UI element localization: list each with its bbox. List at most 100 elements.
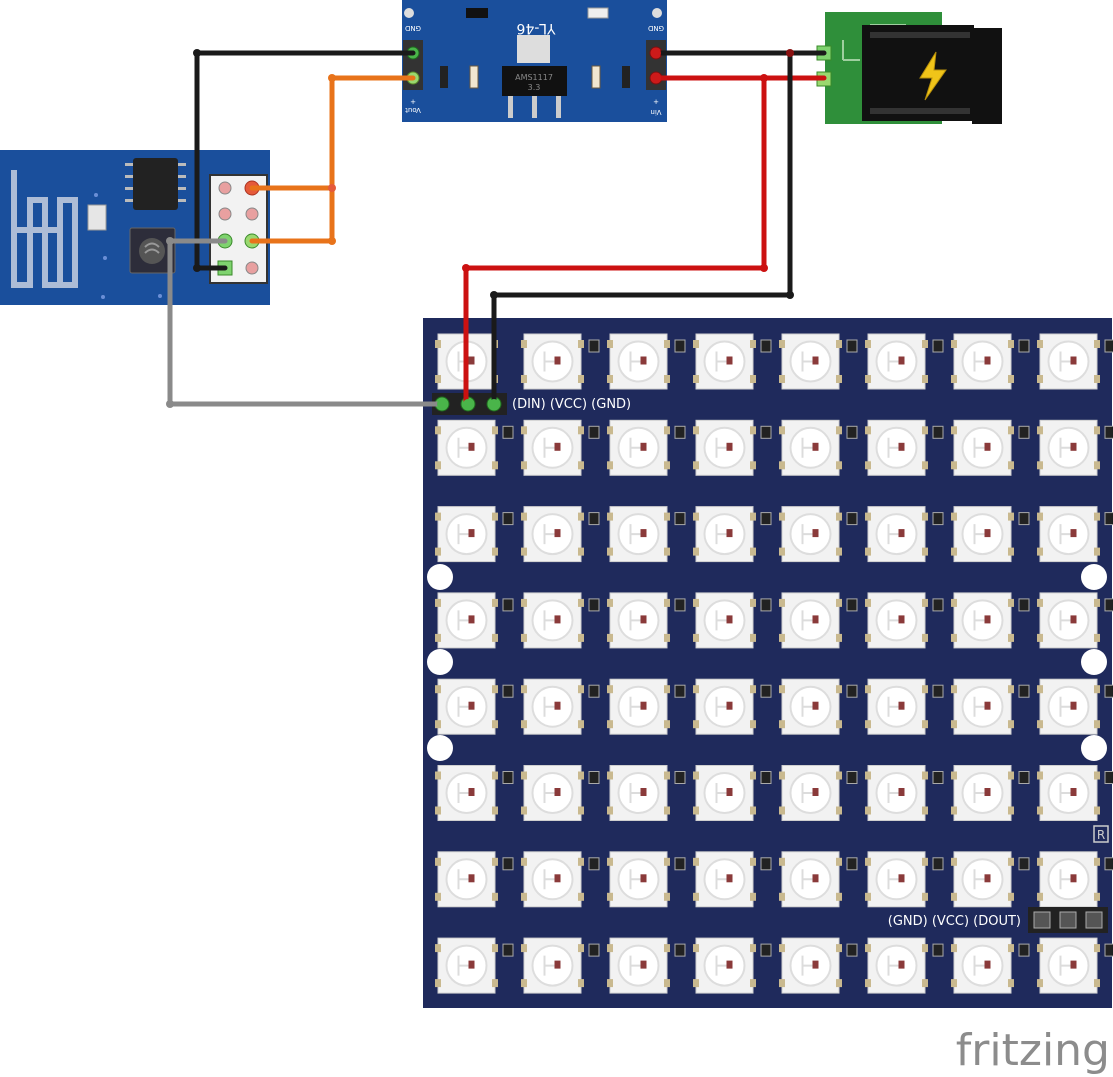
led-pixel: [607, 765, 670, 821]
led-capacitor: [1104, 857, 1113, 871]
led-capacitor: [932, 857, 944, 871]
led-capacitor: [502, 943, 514, 957]
led-pixel: [1037, 678, 1100, 735]
led-capacitor: [674, 771, 686, 784]
wire-gnd-matrix[interactable]: [491, 50, 793, 407]
led-capacitor: [1018, 339, 1030, 353]
output-header: [1028, 907, 1108, 933]
vout-label: Vout: [405, 106, 421, 114]
gnd-left-label: GND: [405, 24, 421, 32]
chip-label: AMS1117: [515, 73, 553, 82]
led-capacitor: [588, 512, 600, 526]
led-matrix[interactable]: (DIN) (VCC) (GND) (GND) (VCC) (DOUT) R: [423, 318, 1113, 1008]
led-capacitor: [502, 598, 514, 612]
led-pixel: [607, 333, 670, 390]
led-capacitor: [760, 339, 772, 353]
flash-chip: [133, 158, 178, 210]
registered-mark: R: [1097, 828, 1105, 842]
led-capacitor: [846, 598, 858, 612]
dc-power-jack[interactable]: [816, 12, 1002, 124]
led-pixel: [1037, 765, 1100, 821]
led-pixel: [607, 851, 670, 908]
led-pixel: [521, 937, 584, 994]
vcc-out-pin[interactable]: [1059, 911, 1077, 929]
led-pixel: [435, 419, 498, 476]
led-pixel: [865, 937, 928, 994]
chip-sublabel: 3.3: [528, 83, 541, 92]
led-pixel: [1037, 592, 1100, 649]
lightning-icon: [919, 51, 947, 101]
led-pixel: [865, 678, 928, 735]
led-pixel: [951, 765, 1014, 821]
gnd-right-label: GND: [648, 24, 664, 32]
led-capacitor: [932, 771, 944, 784]
led-capacitor: [502, 684, 514, 698]
led-pixel: [779, 678, 842, 735]
led-pixel: [435, 851, 498, 908]
led-pixel: [1037, 333, 1100, 390]
wire-vcc-esp[interactable]: [249, 75, 416, 244]
led-pixel: [693, 937, 756, 994]
led-capacitor: [588, 598, 600, 612]
input-pins-label: (DIN) (VCC) (GND): [512, 397, 631, 412]
led-capacitor: [760, 943, 772, 957]
led-pixel: [607, 506, 670, 563]
led-pixel: [435, 506, 498, 563]
led-capacitor: [1104, 512, 1113, 526]
wire-vcc-matrix[interactable]: [463, 75, 767, 407]
led-capacitor: [1104, 684, 1113, 698]
led-pixel: [951, 678, 1014, 735]
espressif-logo: [139, 238, 165, 264]
led-pixel: [951, 506, 1014, 563]
led-pixel: [1037, 506, 1100, 563]
flash-chip-legs: [125, 163, 186, 202]
antenna-trace: [11, 170, 78, 288]
led-capacitor: [588, 425, 600, 439]
led-capacitor: [588, 339, 600, 353]
led-capacitor: [1018, 598, 1030, 612]
led-pixel: [693, 419, 756, 476]
led-pixel: [521, 765, 584, 821]
wires: [166, 48, 827, 409]
dout-pin[interactable]: [1085, 911, 1103, 929]
led-capacitor: [502, 771, 514, 784]
led-capacitor: [760, 684, 772, 698]
regulator-chip: [502, 66, 567, 96]
yl46-regulator[interactable]: AMS1117 3.3 YL-46 GND Vout + GND Vin +: [402, 0, 667, 122]
led-capacitor: [932, 425, 944, 439]
led-capacitor: [674, 857, 686, 871]
led-pixel: [607, 678, 670, 735]
led-pixel: [435, 937, 498, 994]
led-pixel: [607, 419, 670, 476]
led-pixel: [951, 592, 1014, 649]
led-capacitor: [1104, 771, 1113, 784]
esp01-module[interactable]: [0, 150, 270, 305]
led-pixel: [435, 678, 498, 735]
vin-label: Vin: [650, 108, 661, 116]
led-capacitor: [588, 943, 600, 957]
wire-gnd-esp[interactable]: [194, 50, 416, 271]
led-capacitor: [1018, 857, 1030, 871]
led-capacitor: [1104, 425, 1113, 439]
mounting-holes: [427, 564, 1107, 761]
led-pixel: [693, 592, 756, 649]
led-pixel: [435, 592, 498, 649]
led-pixel: [951, 419, 1014, 476]
gnd-out-pin[interactable]: [1033, 911, 1051, 929]
led-pixel: [779, 765, 842, 821]
wire-data[interactable]: [167, 238, 445, 407]
led-pixel: [1037, 937, 1100, 994]
led-capacitor: [846, 943, 858, 957]
led-pixel: [693, 333, 756, 390]
led-capacitor: [588, 771, 600, 784]
led-capacitor: [1018, 684, 1030, 698]
led-pixel: [693, 678, 756, 735]
led-pixel: [521, 678, 584, 735]
led-pixel: [693, 506, 756, 563]
led-pixel: [521, 592, 584, 649]
led-pixel: [1037, 851, 1100, 908]
led-capacitor: [760, 857, 772, 871]
led-pixel: [521, 419, 584, 476]
led-capacitor: [760, 425, 772, 439]
